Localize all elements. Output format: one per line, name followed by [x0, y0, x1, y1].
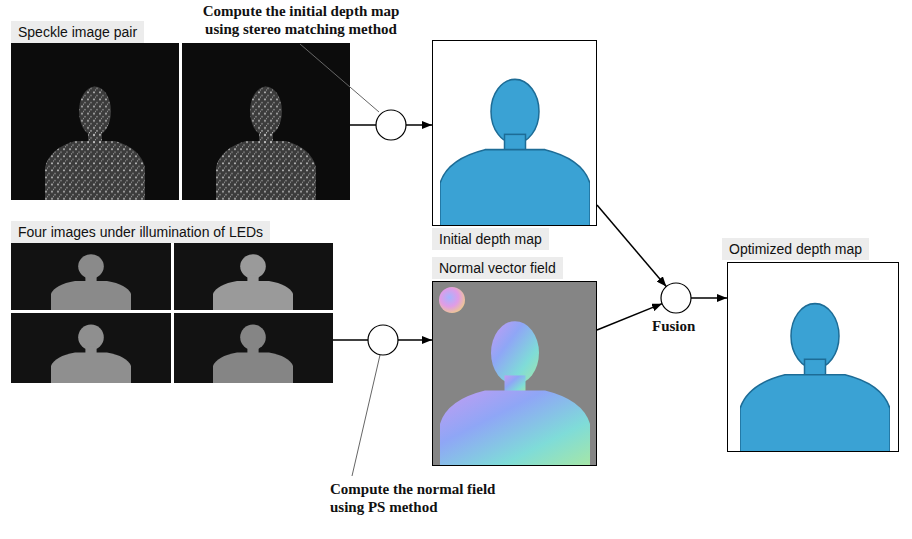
panel-frame — [727, 262, 899, 452]
image-panel: Four images under illumination of LEDs — [11, 221, 333, 383]
callout-note: Compute the normal field using PS method — [330, 480, 498, 516]
depth-map-panel: Optimized depth map — [722, 238, 899, 452]
image-panel: Speckle image pair — [11, 21, 350, 200]
panel-title: Speckle image pair — [11, 21, 144, 43]
flow-arrow — [691, 297, 727, 299]
panel-title: Normal vector field — [432, 257, 563, 279]
normal-map-panel: Normal vector field — [432, 257, 597, 466]
process-circle — [368, 325, 398, 355]
panel-title: Initial depth map — [432, 228, 549, 250]
circle-outline — [660, 282, 692, 314]
panel-frame — [432, 281, 597, 466]
panel-frame — [11, 243, 333, 383]
node-label: Fusion — [652, 317, 695, 335]
callout-note: Compute the initial depth map using ster… — [185, 2, 417, 38]
panel-title: Optimized depth map — [722, 238, 869, 260]
process-circle — [376, 110, 406, 140]
panel-frame — [432, 40, 597, 226]
circle-shape — [661, 283, 691, 313]
panel-frame — [11, 43, 350, 200]
fusion-circle: Fusion — [648, 282, 704, 338]
depth-map-panel: Initial depth map — [432, 40, 597, 250]
flow-arrow — [597, 205, 666, 287]
panel-title: Four images under illumination of LEDs — [11, 221, 270, 243]
